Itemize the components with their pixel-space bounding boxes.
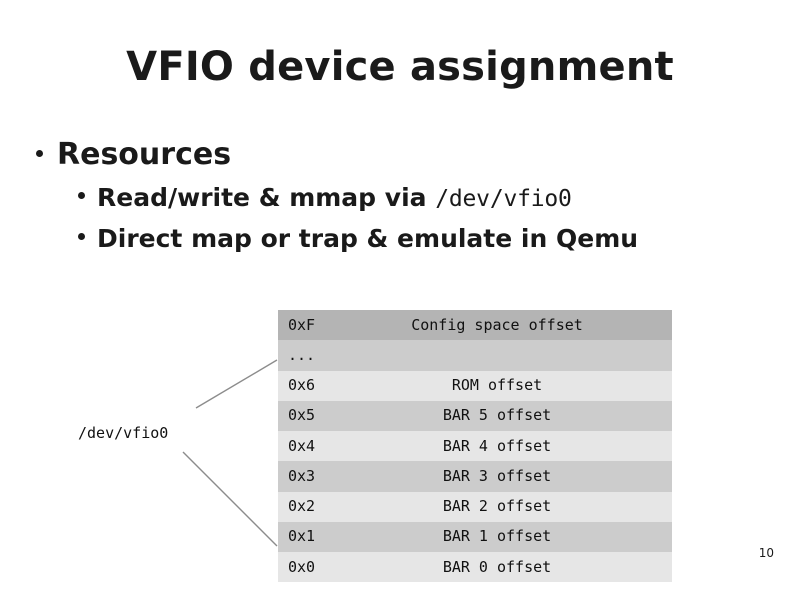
bullet-item-readwrite: Read/write & mmap via /dev/vfio0	[78, 182, 736, 215]
cell-description: BAR 1 offset	[340, 521, 672, 552]
cell-offset: 0x6	[278, 370, 340, 401]
cell-offset: 0x3	[278, 461, 340, 492]
bullet-list: Resources Read/write & mmap via /dev/vfi…	[36, 136, 736, 265]
bullet-text: Direct map or trap & emulate in Qemu	[97, 224, 639, 254]
cell-description: Config space offset	[340, 310, 672, 341]
page-title: VFIO device assignment	[126, 44, 674, 90]
cell-offset: 0x1	[278, 521, 340, 552]
table-row: 0x0 BAR 0 offset	[278, 552, 672, 583]
table-row: 0x1 BAR 1 offset	[278, 521, 672, 552]
cell-description	[340, 340, 672, 371]
cell-description: ROM offset	[340, 370, 672, 401]
cell-description: BAR 4 offset	[340, 431, 672, 462]
bullet-dot-icon	[78, 233, 85, 240]
bullet-dot-icon	[78, 192, 85, 199]
bullet-text: Resources	[57, 137, 232, 172]
cell-offset: 0x2	[278, 491, 340, 522]
bullet-item-directmap: Direct map or trap & emulate in Qemu	[78, 223, 736, 256]
table-row: 0x2 BAR 2 offset	[278, 491, 672, 522]
cell-offset: ...	[278, 340, 340, 371]
cell-offset: 0x4	[278, 431, 340, 462]
cell-offset: 0x5	[278, 400, 340, 431]
table-row: 0x3 BAR 3 offset	[278, 461, 672, 492]
bullet-dot-icon	[36, 150, 43, 157]
bullet-text: Read/write & mmap via	[97, 182, 436, 212]
table-row: 0xF Config space offset	[278, 310, 672, 341]
table-row: ...	[278, 340, 672, 371]
table-row: 0x4 BAR 4 offset	[278, 431, 672, 462]
cell-description: BAR 2 offset	[340, 491, 672, 522]
page-number: 10	[758, 546, 774, 560]
cell-description: BAR 0 offset	[340, 552, 672, 583]
bullet-mono-text: /dev/vfio0	[435, 185, 572, 212]
device-node-label: /dev/vfio0	[78, 424, 169, 442]
cell-description: BAR 3 offset	[340, 461, 672, 492]
table-row: 0x6 ROM offset	[278, 370, 672, 401]
cell-offset: 0x0	[278, 552, 340, 583]
cell-offset: 0xF	[278, 310, 340, 341]
table-row: 0x5 BAR 5 offset	[278, 400, 672, 431]
cell-description: BAR 5 offset	[340, 400, 672, 431]
table-body: 0xF Config space offset ... 0x6 ROM offs…	[278, 310, 672, 583]
bullet-item-resources: Resources	[36, 136, 736, 174]
region-offset-table: 0xF Config space offset ... 0x6 ROM offs…	[278, 310, 672, 583]
